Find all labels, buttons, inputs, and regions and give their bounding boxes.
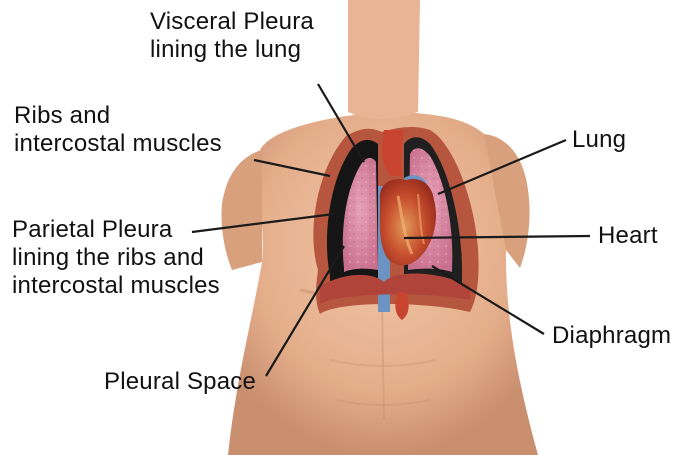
label-ribs: Ribs and intercostal muscles — [14, 102, 222, 158]
label-pleural-space: Pleural Space — [104, 368, 256, 396]
label-visceral-pleura: Visceral Pleura lining the lung — [150, 8, 314, 64]
label-parietal-pleura: Parietal Pleura lining the ribs and inte… — [12, 216, 220, 300]
label-lung: Lung — [572, 126, 626, 154]
label-heart: Heart — [598, 222, 658, 250]
left-shoulder — [221, 150, 262, 270]
neck — [348, 0, 420, 119]
label-diaphragm: Diaphragm — [552, 322, 671, 350]
